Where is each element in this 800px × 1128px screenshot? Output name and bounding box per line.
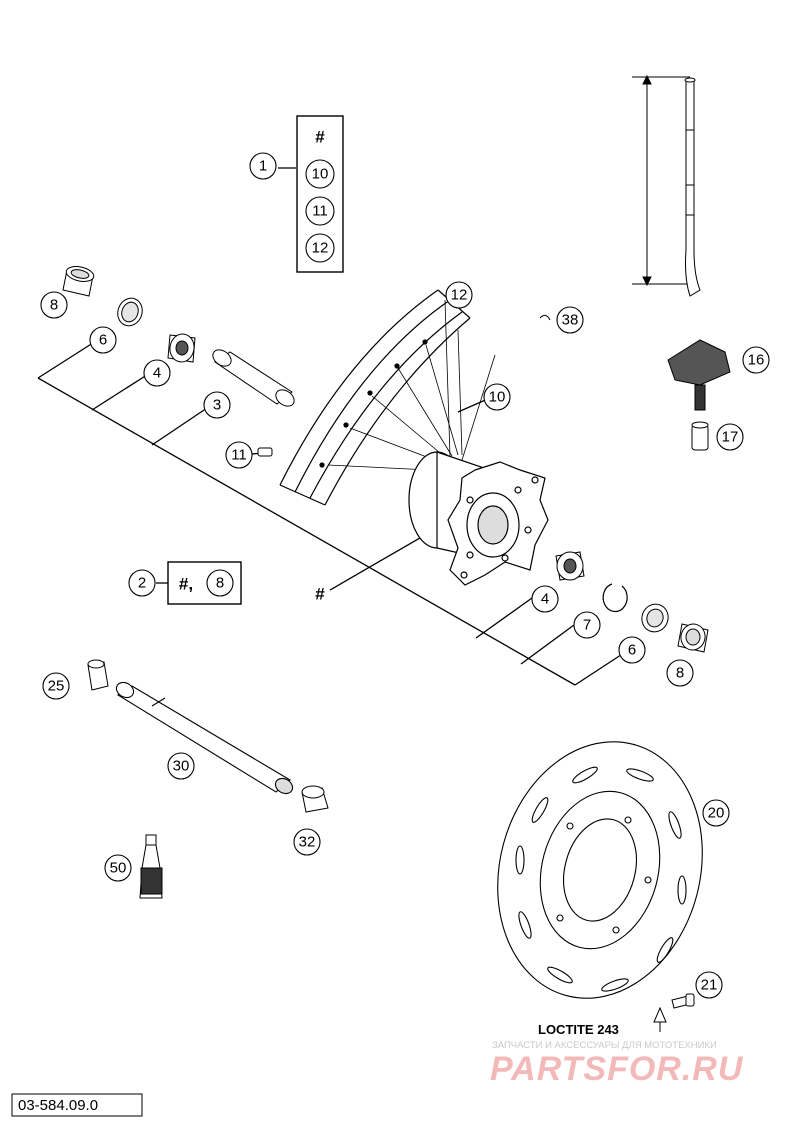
svg-text:4: 4	[541, 591, 549, 608]
callout-20: 20	[702, 799, 730, 827]
seal-6-bottom	[641, 603, 669, 633]
callout-30: 30	[167, 752, 195, 780]
svg-text:38: 38	[562, 312, 579, 329]
hash-label: #	[315, 585, 325, 604]
callout-1: 1	[249, 152, 277, 180]
svg-text:1: 1	[259, 158, 267, 175]
circlip-7	[602, 583, 628, 613]
svg-text:17: 17	[722, 429, 739, 446]
wheel-rim	[279, 289, 471, 506]
watermark-logo: PARTSFOR.RU	[490, 1050, 744, 1088]
spacer-25	[87, 659, 109, 691]
callout-17: 17	[716, 423, 744, 451]
svg-text:6: 6	[628, 642, 636, 659]
callout-11: 11	[225, 441, 253, 469]
callout-38: 38	[556, 306, 584, 334]
svg-text:8: 8	[50, 297, 58, 314]
callout-4-bottom: 4	[531, 585, 559, 613]
spokes-10	[327, 299, 496, 471]
svg-text:50: 50	[110, 860, 127, 877]
callout-4-top: 4	[143, 359, 171, 387]
wheel-hub	[408, 451, 549, 586]
svg-text:16: 16	[748, 352, 765, 369]
kit-item-10: 10	[312, 166, 329, 183]
svg-text:10: 10	[489, 389, 506, 406]
svg-text:21: 21	[701, 977, 718, 994]
watermark-subtitle: ЗАПЧАСТИ И АКСЕССУАРЫ ДЛЯ МОТОТЕХНИКИ	[492, 1040, 717, 1051]
kit-item-12: 12	[312, 240, 329, 257]
callout-6-bottom: 6	[618, 636, 646, 664]
svg-text:8: 8	[676, 665, 684, 682]
svg-text:3: 3	[213, 397, 221, 414]
nipple-11	[257, 447, 273, 457]
callout-50: 50	[104, 854, 132, 882]
svg-text:32: 32	[299, 834, 316, 851]
callout-21: 21	[695, 971, 723, 999]
speedo-drive-16	[667, 339, 731, 411]
kit-box-1: # 10 11 12	[296, 115, 344, 273]
kit-box-2: #, 8	[167, 561, 242, 605]
kit-item-hash: #	[315, 128, 325, 147]
spacer-3	[212, 349, 295, 407]
bearing-4-bottom	[555, 551, 585, 581]
callout-2: 2	[128, 569, 156, 597]
kit2-hash: #,	[179, 575, 193, 594]
loctite-label: LOCTITE 243	[538, 1022, 619, 1037]
callout-32: 32	[293, 828, 321, 856]
screw-21	[653, 993, 695, 1032]
callout-16: 16	[742, 346, 770, 374]
kit2-item-8: 8	[216, 575, 224, 592]
callout-6-top: 6	[89, 326, 117, 354]
callout-3: 3	[203, 391, 231, 419]
nut-32	[301, 785, 329, 813]
callout-25: 25	[42, 672, 70, 700]
svg-text:2: 2	[138, 575, 146, 592]
svg-text:7: 7	[583, 617, 591, 634]
clip-38	[539, 314, 551, 321]
drawing-code: 03-584.09.0	[18, 1097, 98, 1114]
seal-8-top	[62, 266, 95, 297]
callout-10-spokes: 10	[483, 383, 511, 411]
sleeve-17	[691, 421, 709, 451]
svg-text:11: 11	[231, 447, 247, 464]
axle-30	[115, 681, 294, 795]
svg-text:30: 30	[173, 758, 190, 775]
leader-lines	[37, 167, 631, 686]
callout-8-top: 8	[40, 291, 68, 319]
kit-item-11: 11	[312, 203, 328, 220]
callout-8-bottom: 8	[666, 659, 694, 687]
svg-text:25: 25	[48, 678, 65, 695]
svg-text:6: 6	[99, 332, 107, 349]
brake-disc-20	[497, 741, 703, 999]
loctite-bottle-50	[139, 834, 163, 899]
svg-text:12: 12	[451, 287, 468, 304]
callout-12-rim: 12	[445, 281, 473, 309]
seal-8-bottom	[677, 623, 709, 653]
svg-text:20: 20	[708, 805, 725, 822]
svg-text:4: 4	[153, 365, 161, 382]
callout-7: 7	[573, 611, 601, 639]
bearing-4-top	[167, 333, 196, 363]
spoke-part	[632, 74, 701, 297]
circlip-6-top	[117, 297, 143, 327]
